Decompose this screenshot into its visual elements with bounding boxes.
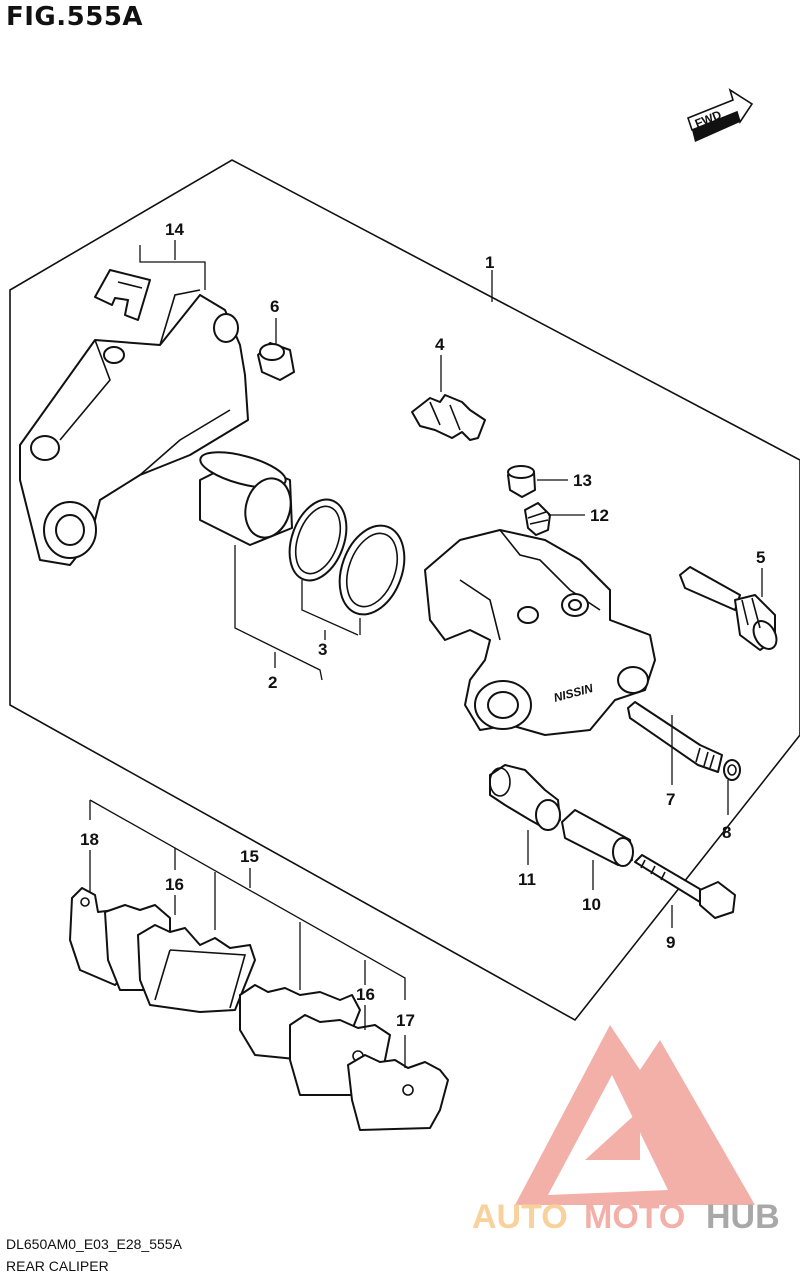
pad-pin-bolt-part xyxy=(627,701,723,773)
diagram-caption: REAR CALIPER xyxy=(6,1258,109,1274)
pad-spring-part xyxy=(411,394,486,441)
figure-title: FIG.555A xyxy=(6,2,144,32)
caliper-body-part: NISSIN xyxy=(424,529,656,736)
slide-pin-part xyxy=(679,566,778,651)
callout-2: 2 xyxy=(268,673,277,692)
callout-17: 17 xyxy=(396,1011,415,1030)
callout-14: 14 xyxy=(165,220,184,239)
pin-clip-part xyxy=(723,759,741,781)
callout-15: 15 xyxy=(240,847,259,866)
callout-9: 9 xyxy=(666,933,675,952)
bleeder-valve-part xyxy=(524,502,551,536)
callout-8: 8 xyxy=(722,823,731,842)
caliper-bracket-part xyxy=(19,289,249,566)
leader-lines xyxy=(89,240,763,1068)
piston-part xyxy=(199,451,293,546)
bleeder-boot-part xyxy=(257,342,295,381)
callout-12: 12 xyxy=(590,506,609,525)
callout-1: 1 xyxy=(485,253,494,272)
slide-boot-part xyxy=(489,764,561,831)
brake-pad-set-part xyxy=(69,887,449,1131)
caliper-bolt-part xyxy=(634,854,736,919)
watermark-logo: AUTO MOTO HUB xyxy=(472,1025,780,1236)
callout-16-upper: 16 xyxy=(165,875,184,894)
watermark-text-auto: AUTO xyxy=(472,1198,568,1236)
assembly-frame xyxy=(9,159,800,1022)
bleeder-cap-part xyxy=(507,465,536,498)
callout-10: 10 xyxy=(582,895,601,914)
sleeve-part xyxy=(561,809,634,867)
callout-13: 13 xyxy=(573,471,592,490)
callout-6: 6 xyxy=(270,297,279,316)
callout-3: 3 xyxy=(318,640,327,659)
piston-seal-part xyxy=(288,498,406,616)
callout-16-lower: 16 xyxy=(356,985,375,1004)
fwd-arrow-icon: FWD xyxy=(687,88,754,142)
callout-11: 11 xyxy=(518,870,536,889)
pad-clip-part xyxy=(94,269,151,321)
callout-4: 4 xyxy=(435,335,445,354)
callout-18: 18 xyxy=(80,830,99,849)
callout-7: 7 xyxy=(666,790,675,809)
watermark-text-hub: HUB xyxy=(706,1198,780,1236)
callout-5: 5 xyxy=(756,548,765,567)
watermark-text-moto: MOTO xyxy=(584,1198,685,1236)
diagram-code: DL650AM0_E03_E28_555A xyxy=(6,1236,182,1252)
